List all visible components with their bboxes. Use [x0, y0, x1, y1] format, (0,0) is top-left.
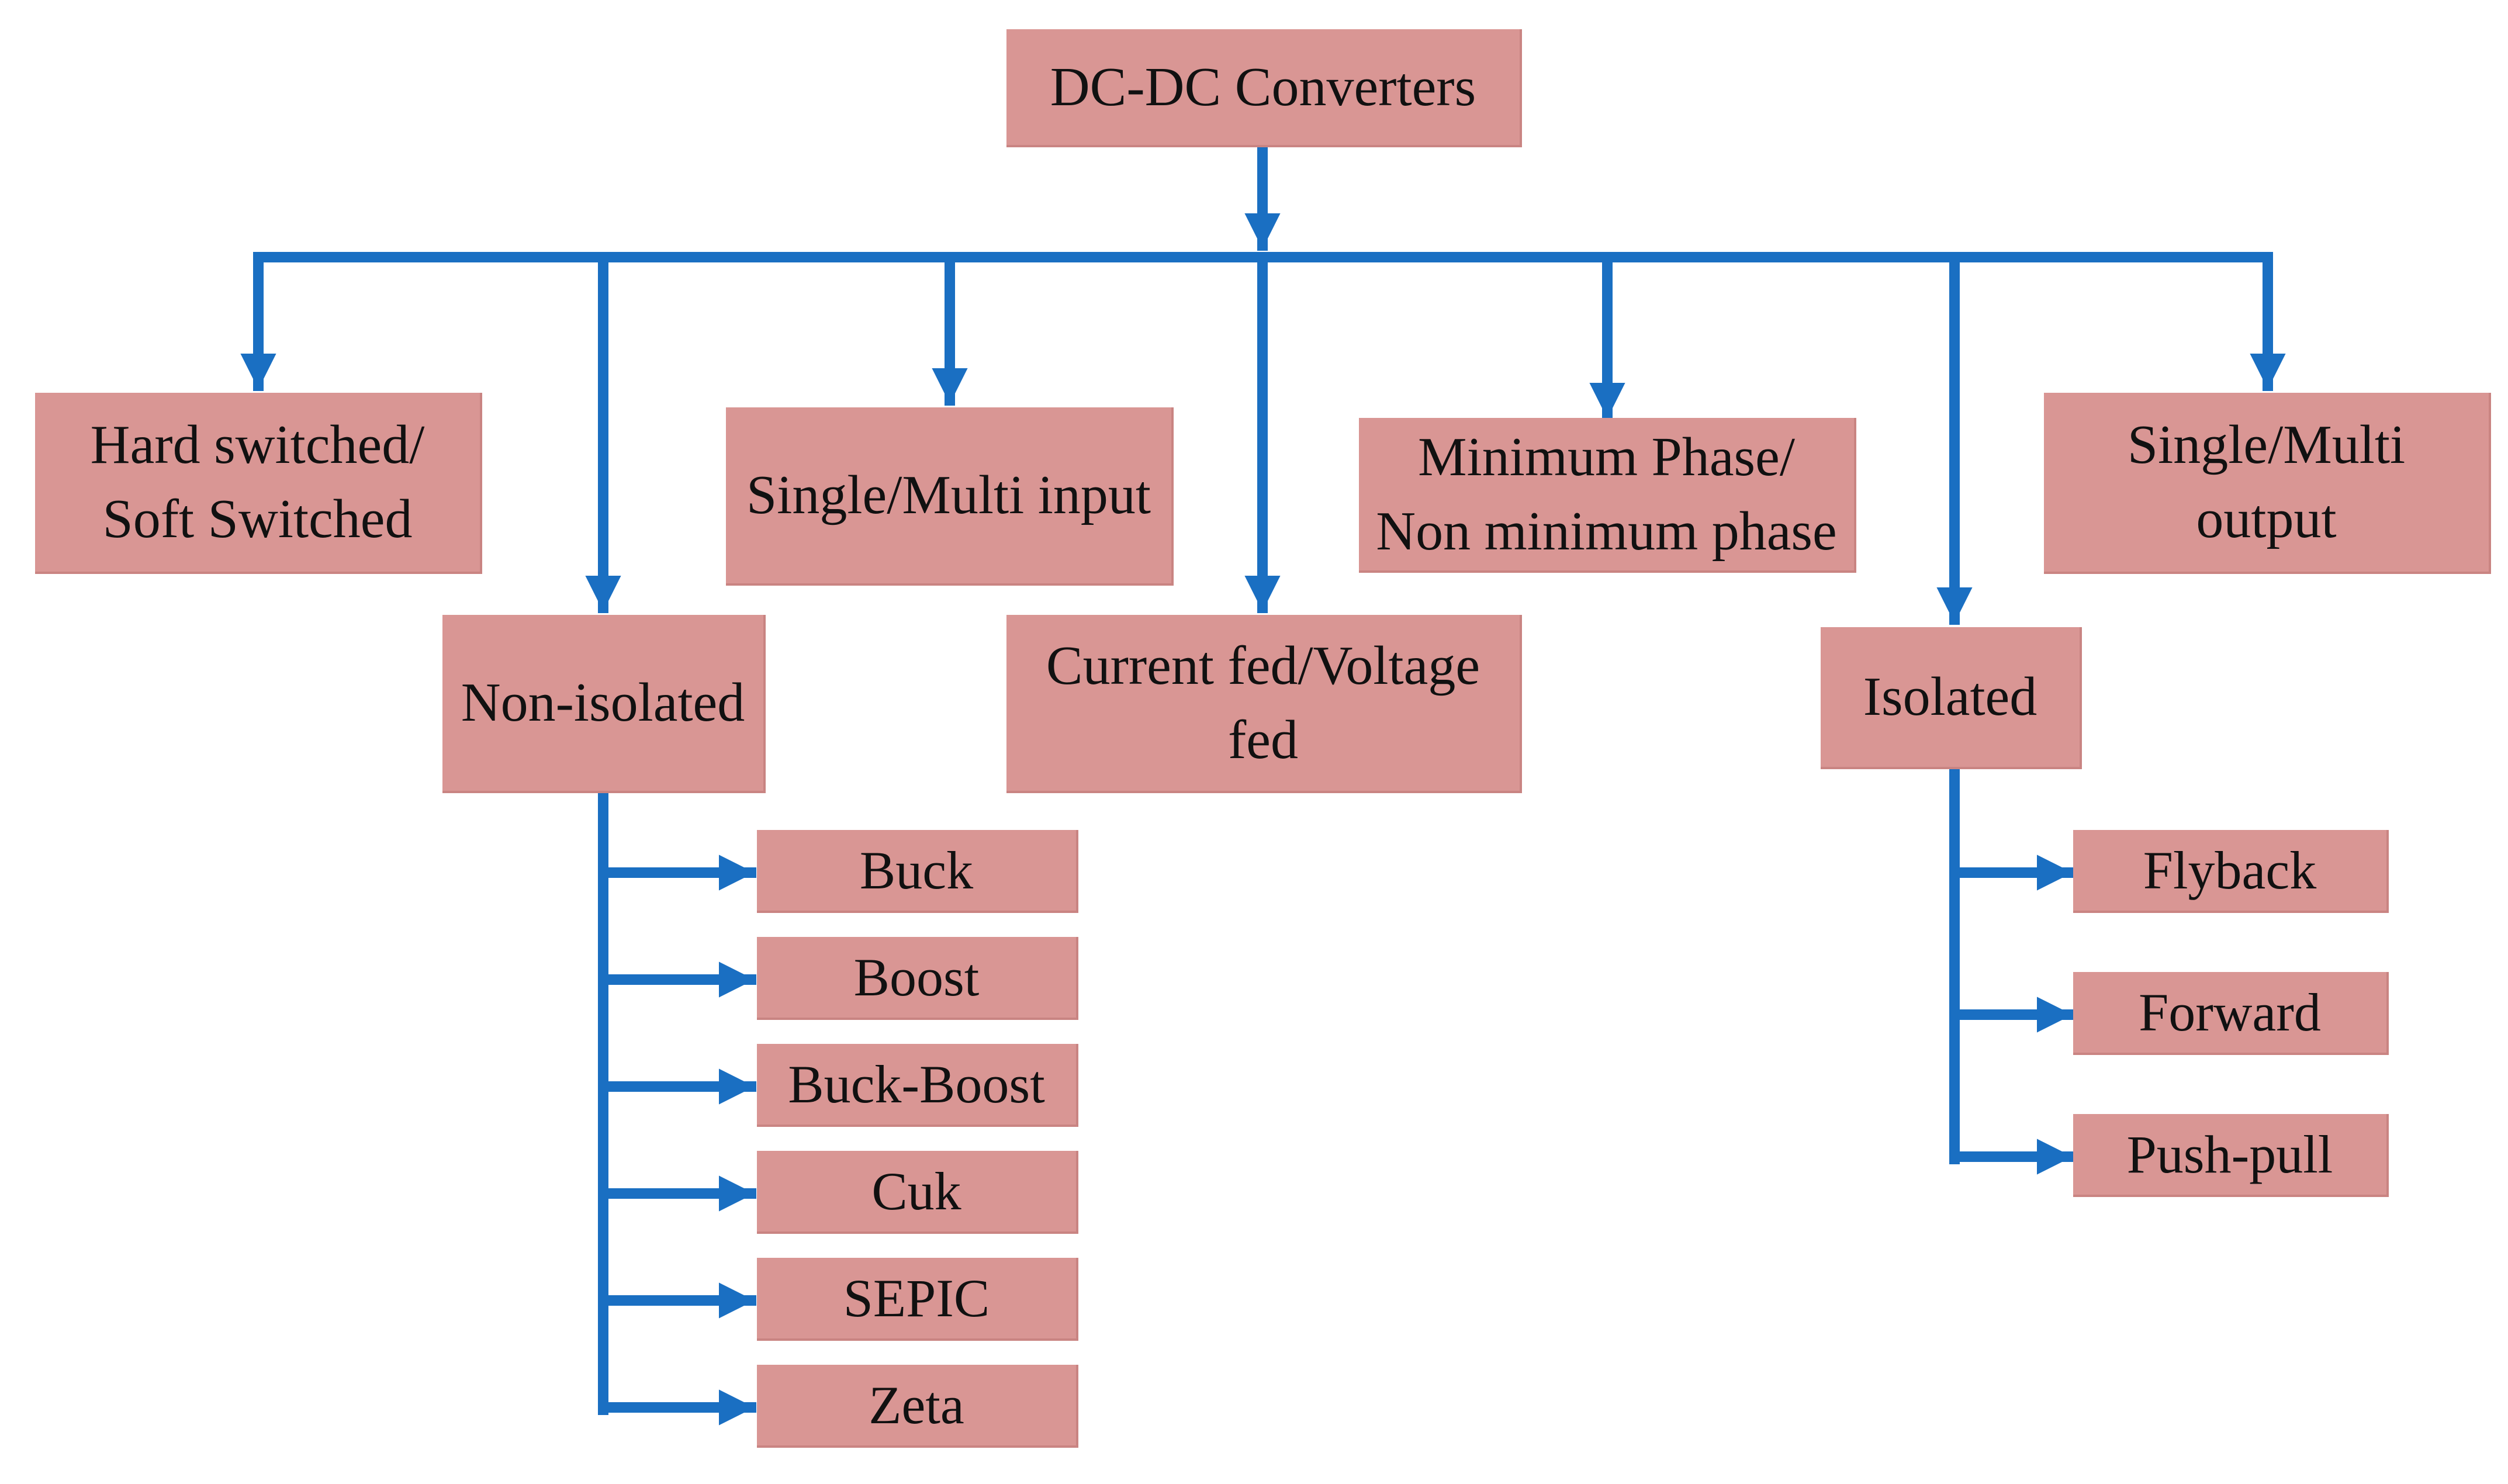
- category-isolated: Isolated: [1821, 627, 2082, 769]
- type-buck: Buck: [757, 830, 1078, 913]
- type-buck-boost: Buck-Boost: [757, 1044, 1078, 1127]
- type-zeta: Zeta: [757, 1365, 1078, 1448]
- type-forward: Forward: [2073, 972, 2389, 1055]
- type-flyback: Flyback: [2073, 830, 2389, 913]
- category-single-multi-output: Single/Multi output: [2044, 393, 2491, 574]
- type-cuk: Cuk: [757, 1151, 1078, 1234]
- category-minimum-phase: Minimum Phase/ Non minimum phase: [1359, 418, 1856, 573]
- category-hard-soft-switched: Hard switched/ Soft Switched: [35, 393, 482, 574]
- root-node: DC-DC Converters: [1006, 29, 1522, 147]
- category-current-voltage-fed: Current fed/Voltage fed: [1006, 615, 1522, 793]
- category-non-isolated: Non-isolated: [442, 615, 766, 793]
- type-boost: Boost: [757, 937, 1078, 1020]
- type-sepic: SEPIC: [757, 1258, 1078, 1341]
- category-single-multi-input: Single/Multi input: [726, 407, 1174, 586]
- type-push-pull: Push-pull: [2073, 1114, 2389, 1197]
